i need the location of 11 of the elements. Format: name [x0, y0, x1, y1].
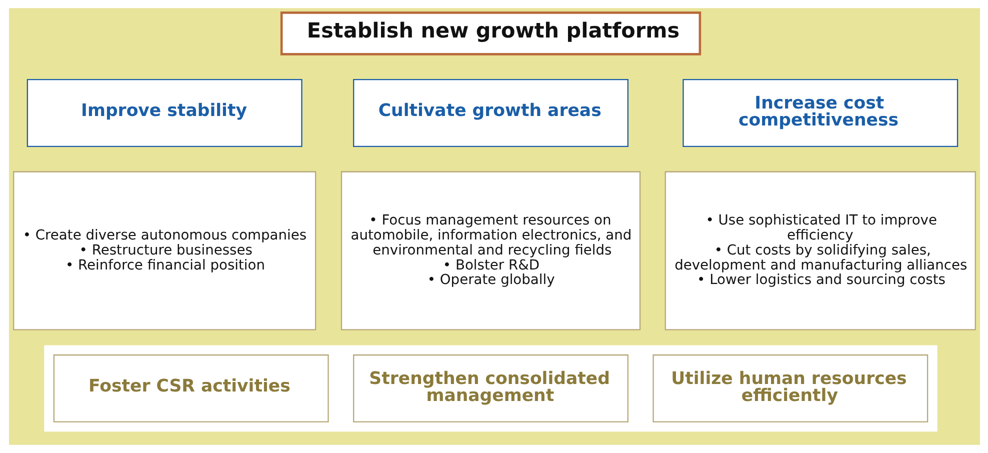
node-box: Establish new growth platforms [280, 12, 701, 56]
node-box: • Use sophisticated IT to improve efficiency • Cut costs by solidifying sales, development and manufacturing alliances • Lower logistics and sourcing costs [664, 171, 976, 330]
cluster [44, 345, 937, 432]
node-box: • Focus management resources on automobile, information electronics, and environmental and recycling fields • Bolster R&D • Operate globally [340, 171, 640, 330]
node-box: Strengthen consolidated management [352, 354, 628, 422]
node-box: Cultivate growth areas [352, 78, 628, 147]
node-box: Increase cost competitiveness [682, 78, 958, 147]
node-box: Improve stability [26, 78, 302, 147]
node-box: Utilize human resources efficiently [652, 354, 928, 422]
node-box: • Create diverse autonomous companies • Restructure businesses • Reinforce financial position [12, 171, 316, 330]
node-box: Foster CSR activities [52, 354, 328, 422]
